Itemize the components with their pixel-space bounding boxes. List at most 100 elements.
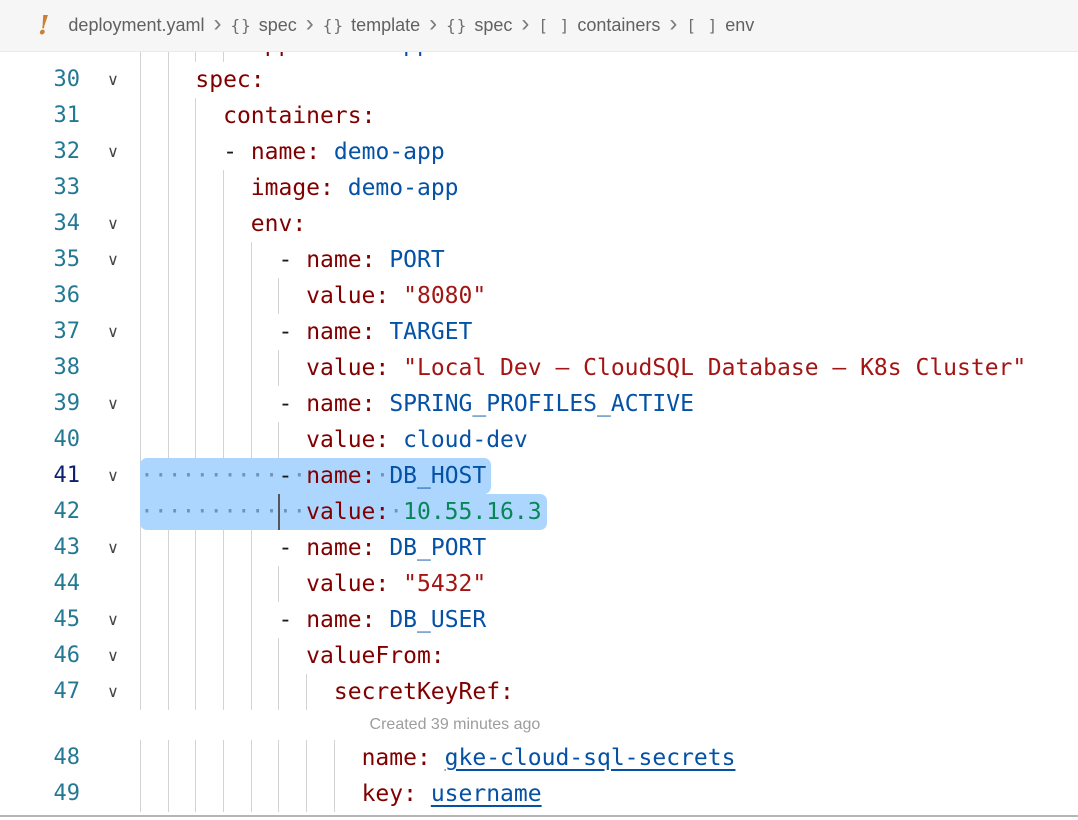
line-number[interactable]: 46 xyxy=(53,643,81,668)
indent-guide xyxy=(140,62,141,98)
indent-guide xyxy=(250,566,252,602)
line-number[interactable]: 42 xyxy=(53,499,81,524)
breadcrumb-item-containers[interactable]: [ ]containers xyxy=(538,15,660,36)
breadcrumb-label: spec xyxy=(258,15,297,35)
code-line[interactable]: 39∨ - name: SPRING_PROFILES_ACTIVE xyxy=(0,386,1078,422)
indent-guide xyxy=(306,674,308,710)
breadcrumb-item-spec[interactable]: {}spec xyxy=(231,15,297,36)
breadcrumb-item-template[interactable]: {}template xyxy=(323,15,420,36)
line-number[interactable]: 45 xyxy=(53,607,81,632)
line-number[interactable]: 34 xyxy=(53,211,81,236)
whitespace-dots: ·········· xyxy=(140,463,279,489)
indent-guide xyxy=(195,740,197,776)
code-text: name: gke-cloud-sql-secrets xyxy=(140,745,736,771)
code-line[interactable]: 43∨ - name: DB_PORT xyxy=(0,530,1078,566)
chevron-down-icon[interactable]: ∨ xyxy=(107,322,119,341)
chevron-down-icon[interactable]: ∨ xyxy=(107,646,119,665)
indent-guide xyxy=(140,242,141,278)
indent-guide xyxy=(278,740,280,776)
code-content: secretKeyRef: xyxy=(140,674,1078,710)
code-line[interactable]: 46∨ valueFrom: xyxy=(0,638,1078,674)
code-line[interactable]: 48 name: gke-cloud-sql-secrets xyxy=(0,740,1078,776)
code-text: value: cloud-dev xyxy=(140,427,528,453)
line-number[interactable]: 37 xyxy=(53,319,81,344)
code-line[interactable]: 34∨ env: xyxy=(0,206,1078,242)
line-number[interactable]: 41 xyxy=(53,463,81,488)
line-number[interactable] xyxy=(0,52,86,62)
code-content: - name: DB_USER xyxy=(140,602,1078,638)
line-number[interactable]: 38 xyxy=(53,355,81,380)
chevron-down-icon[interactable]: ∨ xyxy=(107,250,119,269)
line-number[interactable]: 36 xyxy=(53,283,81,308)
line-number[interactable]: 35 xyxy=(53,247,81,272)
code-content: - name: PORT xyxy=(140,242,1078,278)
indent-guide xyxy=(250,776,252,812)
code-line[interactable]: 30∨ spec: xyxy=(0,62,1078,98)
code-line[interactable]: 32∨ - name: demo-app xyxy=(0,134,1078,170)
indent-guide xyxy=(195,422,197,458)
code-line[interactable]: 37∨ - name: TARGET xyxy=(0,314,1078,350)
code-line[interactable]: 41 ∨ ··········-·name:·DB_HOST xyxy=(0,458,1078,494)
line-number[interactable]: 33 xyxy=(53,175,81,200)
code-text: ··········-·name:·DB_HOST xyxy=(140,458,492,494)
code-line[interactable]: 40 value: cloud-dev xyxy=(0,422,1078,458)
code-content: value: "8080" xyxy=(140,278,1078,314)
line-number[interactable]: 49 xyxy=(53,781,81,806)
code-token xyxy=(389,571,403,597)
indent-guide xyxy=(223,638,225,674)
code-line[interactable]: 33 image: demo-app xyxy=(0,170,1078,206)
code-line[interactable]: 49 key: username xyxy=(0,776,1078,812)
code-line[interactable]: app: demo-app xyxy=(0,52,1078,62)
indent-guide xyxy=(250,638,252,674)
chevron-down-icon[interactable]: ∨ xyxy=(107,538,119,557)
code-line[interactable]: 38 value: "Local Dev — CloudSQL Database… xyxy=(0,350,1078,386)
line-number[interactable]: 47 xyxy=(53,679,81,704)
indent-guide xyxy=(167,602,169,638)
indent-guide xyxy=(333,776,335,812)
line-number[interactable]: 43 xyxy=(53,535,81,560)
code-line[interactable]: 42 ············value:·10.55.16.3 xyxy=(0,494,1078,530)
indent-guide xyxy=(195,314,197,350)
secret-value-link[interactable]: gke-cloud-sql-secrets xyxy=(444,745,736,771)
secret-created-hint-text: Created 39 minutes ago xyxy=(369,716,541,733)
window-bottom-edge xyxy=(0,815,1078,817)
chevron-down-icon[interactable]: ∨ xyxy=(107,70,119,89)
line-number[interactable]: 39 xyxy=(53,391,81,416)
code-token xyxy=(431,745,445,771)
line-number[interactable]: 31 xyxy=(53,103,81,128)
breadcrumb-item-file[interactable]: !deployment.yaml xyxy=(38,13,205,39)
indent-guide xyxy=(140,278,141,314)
chevron-down-icon[interactable]: ∨ xyxy=(107,682,119,701)
code-token: demo-app xyxy=(320,52,431,57)
chevron-down-icon[interactable]: ∨ xyxy=(107,142,119,161)
breadcrumb-item-env[interactable]: [ ]env xyxy=(686,15,754,36)
line-number[interactable]: 48 xyxy=(53,745,81,770)
code-line[interactable]: 44 value: "5432" xyxy=(0,566,1078,602)
breadcrumb-item-spec[interactable]: {}spec xyxy=(446,15,512,36)
partial-top-line: app: demo-app xyxy=(0,52,1078,62)
chevron-down-icon[interactable]: ∨ xyxy=(107,394,119,413)
indent-guide xyxy=(223,422,225,458)
code-token: containers: xyxy=(223,103,376,129)
indent-guide xyxy=(167,314,169,350)
indent-guide xyxy=(140,386,141,422)
code-text: ············value:·10.55.16.3 xyxy=(140,494,547,530)
line-number[interactable]: 32 xyxy=(53,139,81,164)
chevron-down-icon[interactable]: ∨ xyxy=(107,610,119,629)
chevron-down-icon[interactable]: ∨ xyxy=(107,214,119,233)
line-number[interactable]: 44 xyxy=(53,571,81,596)
code-line[interactable]: 47 ∨ secretKeyRef: xyxy=(0,674,1078,710)
code-line[interactable]: 31 containers: xyxy=(0,98,1078,134)
chevron-right-icon: › xyxy=(669,10,678,37)
chevron-down-icon[interactable]: ∨ xyxy=(107,466,119,485)
code-line[interactable]: 36 value: "8080" xyxy=(0,278,1078,314)
code-token: key: xyxy=(361,781,417,807)
code-token xyxy=(375,247,389,273)
code-text: secretKeyRef: xyxy=(140,679,514,705)
line-number[interactable]: 30 xyxy=(53,67,81,92)
line-number[interactable]: 40 xyxy=(53,427,81,452)
secret-value-link[interactable]: username xyxy=(430,781,542,807)
code-line[interactable]: 45 ∨ - name: DB_USER xyxy=(0,602,1078,638)
code-token xyxy=(389,355,403,381)
code-line[interactable]: 35 ∨ - name: PORT xyxy=(0,242,1078,278)
